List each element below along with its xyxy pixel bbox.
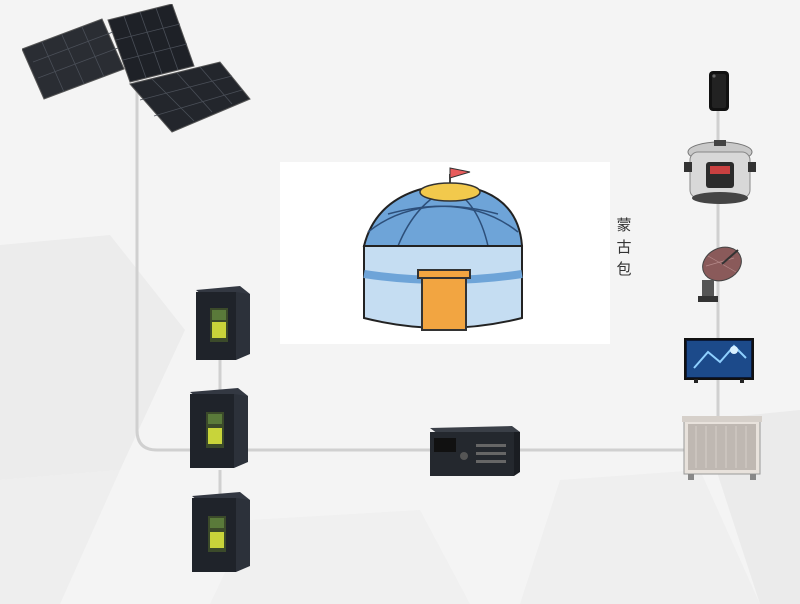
- battery-unit-middle-icon: [190, 388, 248, 468]
- television-icon: [684, 338, 754, 383]
- smartphone-icon: [709, 71, 729, 111]
- battery-unit-top-icon: [196, 286, 250, 360]
- battery-unit-bottom-icon: [192, 492, 250, 572]
- rice-cooker-icon: [684, 140, 756, 204]
- solar-panel-icon: [22, 4, 251, 133]
- heater-icon: [682, 416, 762, 480]
- yurt-label: 蒙 古 包: [616, 216, 632, 278]
- yurt-icon: [362, 167, 524, 331]
- satellite-dish-icon: [698, 246, 742, 302]
- inverter-icon: [430, 426, 520, 476]
- yurt-panel: [280, 162, 610, 344]
